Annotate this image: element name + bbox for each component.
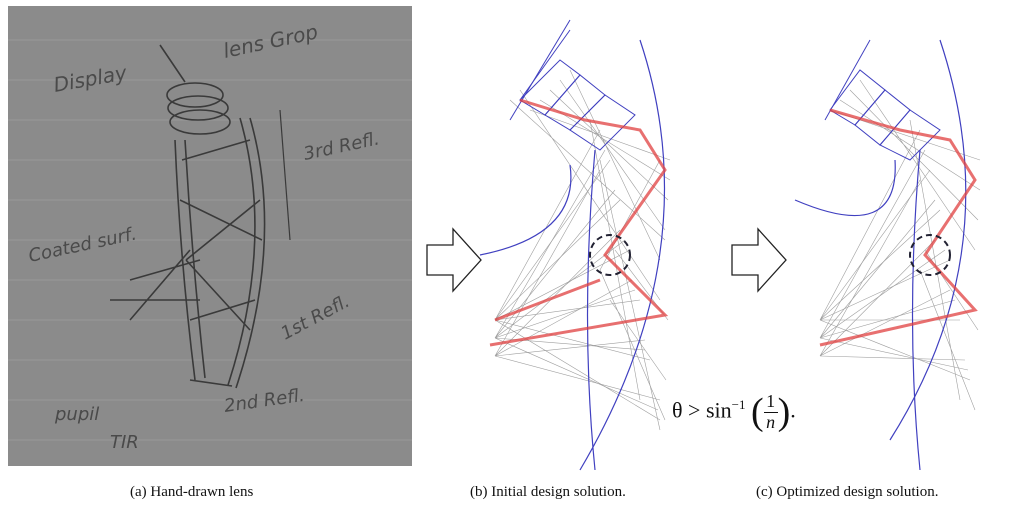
label-pupil: pupil [54,404,99,425]
sketch-photo: Display lens Grop 3rd Refl. Coated surf.… [8,6,412,466]
arrow-right-icon [426,227,482,293]
formula-tail: . [790,397,796,423]
formula-numerator: 1 [766,391,776,411]
formula-denominator: n [766,411,776,432]
tir-condition-formula: θ > sin−1 ( 1 n ). [672,391,796,434]
optimized-design-panel: (c) Optimized design solution. [720,0,1022,512]
label-tir: TIR [110,432,139,453]
formula-exponent: −1 [731,397,746,413]
optimized-design-diagram [794,39,981,471]
initial-design-diagram [479,19,671,471]
caption-b: (b) Initial design solution. [470,484,626,500]
formula-lhs: θ > sin [672,397,732,423]
initial-design-panel: (b) Initial design solution. [420,0,720,512]
sketch-lens [110,44,291,389]
tir-highlight-circle [909,234,951,276]
caption-a: (a) Hand-drawn lens [130,484,254,500]
tir-highlight-circle [589,234,631,276]
paper-background [8,6,412,466]
hand-drawn-panel: Display lens Grop 3rd Refl. Coated surf.… [0,0,420,512]
arrow-right-icon [731,227,787,293]
caption-c: (c) Optimized design solution. [756,484,939,500]
